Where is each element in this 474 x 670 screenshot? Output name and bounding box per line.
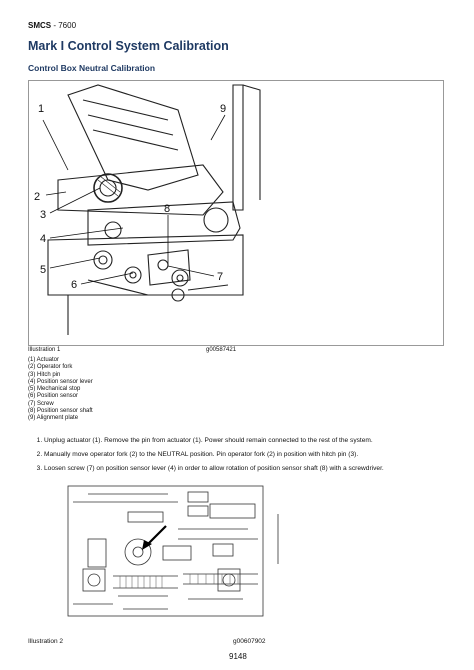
callout-5: 5: [40, 264, 46, 276]
illustration-1-drawing: 1 2 3 4 5 6 7 8 9: [28, 80, 444, 346]
legend-item: (8) Position sensor shaft: [28, 408, 93, 415]
legend-item: (3) Hitch pin: [28, 371, 61, 378]
illustration-1-caption: Illustration 1: [28, 347, 61, 353]
illustration-1-legend: (1) Actuator (2) Operator fork (3) Hitch…: [28, 357, 93, 423]
callout-9: 9: [220, 103, 226, 115]
callout-7: 7: [217, 271, 223, 283]
step-1: Unplug actuator (1). Remove the pin from…: [44, 437, 464, 444]
callout-4: 4: [40, 233, 46, 245]
callout-1: 1: [38, 103, 44, 115]
smcs-label: SMCS: [28, 21, 52, 30]
step-2: Manually move operator fork (2) to the N…: [44, 451, 464, 458]
illustration-1-id: g00587421: [206, 347, 237, 353]
callout-6: 6: [71, 279, 77, 291]
legend-item: (6) Position sensor: [28, 393, 79, 400]
illustration-2-drawing: [67, 485, 279, 617]
page-number: 9148: [229, 652, 247, 661]
step-3: Loosen screw (7) on position sensor leve…: [44, 465, 464, 472]
page-title: Mark I Control System Calibration: [28, 39, 229, 53]
callout-2: 2: [34, 191, 40, 203]
smcs-header: SMCS - 7600: [28, 21, 76, 30]
smcs-separator: -: [51, 21, 59, 30]
illustration-2-id: g00607902: [233, 638, 266, 645]
procedure-steps: Unplug actuator (1). Remove the pin from…: [28, 437, 464, 479]
callout-8: 8: [164, 203, 170, 215]
legend-item: (9) Alignment plate: [28, 415, 79, 422]
callout-3: 3: [40, 209, 46, 221]
smcs-code: 7600: [58, 21, 77, 30]
section-title: Control Box Neutral Calibration: [28, 63, 156, 73]
legend-item: (5) Mechanical stop: [28, 386, 81, 393]
illustration-2-caption: Illustration 2: [28, 638, 64, 645]
legend-item: (2) Operator fork: [28, 364, 73, 371]
legend-item: (4) Position sensor lever: [28, 378, 93, 385]
legend-item: (7) Screw: [28, 400, 54, 407]
legend-item: (1) Actuator: [28, 357, 60, 363]
